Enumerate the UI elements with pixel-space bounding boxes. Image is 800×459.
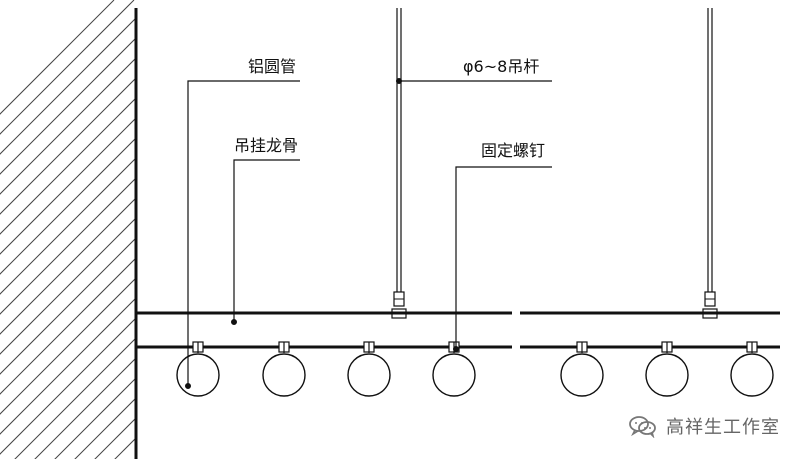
fixing-screw-leader-dot (453, 346, 460, 353)
hanger-rod-leader-dot (396, 77, 403, 84)
aluminum-tube (560, 353, 604, 397)
aluminum-tube (262, 353, 306, 397)
aluminum-tube-leader-dot (185, 383, 192, 390)
suspension-keel-leader-dot (231, 319, 238, 326)
aluminum-tube-leader (187, 80, 300, 386)
aluminum-tube (432, 353, 476, 397)
suspension-keel-leader (233, 159, 300, 322)
callout-lines (185, 77, 552, 390)
aluminum-tube (645, 353, 689, 397)
hanger-rods (391, 8, 718, 319)
wechat-icon (629, 416, 656, 438)
hanger-rod-label: φ6~8吊杆 (463, 57, 539, 76)
watermark: 高祥生工作室 (628, 413, 780, 439)
suspension-keel-label: 吊挂龙骨 (234, 136, 298, 155)
fixing-screw-label: 固定螺钉 (481, 141, 545, 160)
aluminum-tube (347, 353, 391, 397)
watermark-text: 高祥生工作室 (666, 417, 780, 438)
aluminum-tube (176, 353, 220, 397)
fixing-screw-leader (455, 166, 552, 349)
wall-hatch (0, 0, 136, 459)
hanger-rod-left (391, 8, 407, 319)
aluminum-tubes (176, 341, 774, 397)
callout-labels: 铝圆管 吊挂龙骨 φ6~8吊杆 固定螺钉 (234, 57, 545, 160)
aluminum-tube-label: 铝圆管 (248, 57, 296, 76)
aluminum-tube (730, 353, 774, 397)
hanger-rod-right (702, 8, 718, 319)
